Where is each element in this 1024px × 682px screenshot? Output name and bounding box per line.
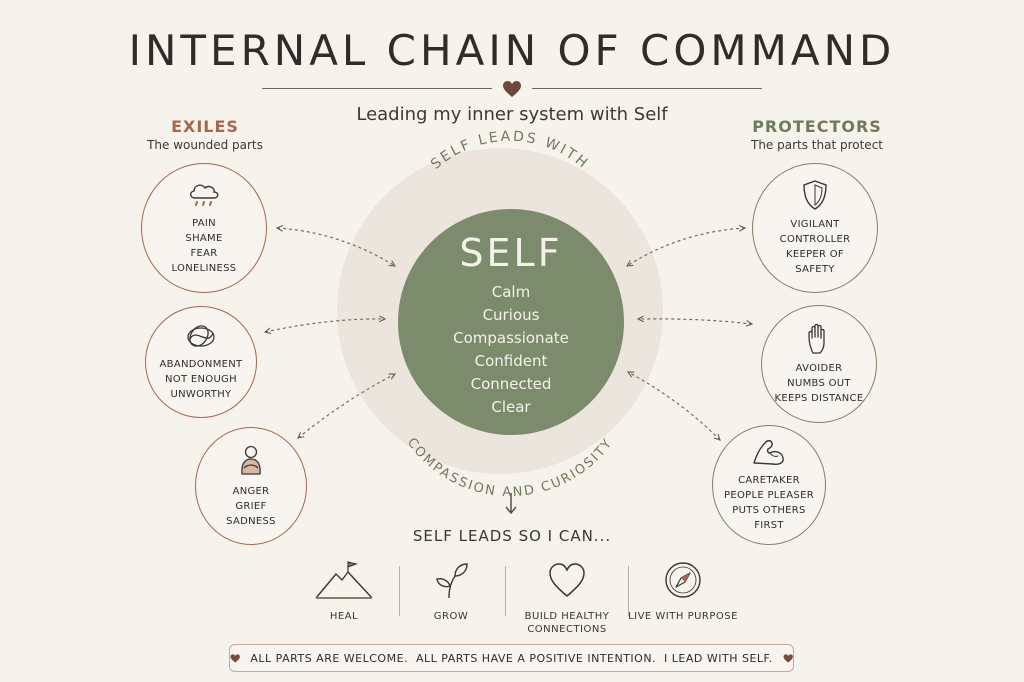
part-line: UNWORTHY (170, 388, 232, 400)
sitting-child-icon (241, 445, 261, 475)
part-line: CARETAKER (738, 475, 800, 486)
outcome-grow: GROW (391, 560, 511, 623)
outcome-label: HEAL (329, 611, 359, 622)
self-quality: Clear (491, 398, 531, 416)
part-line: KEEPER OF (785, 249, 844, 260)
exile-part-1: PAIN SHAME FEAR LONELINESS (141, 163, 267, 293)
part-line: SHAME (185, 233, 223, 244)
part-line: NOT ENOUGH (165, 373, 237, 385)
rain-cloud-icon (190, 184, 219, 206)
part-line: PUTS OTHERS (732, 505, 806, 516)
outcome-divider (399, 566, 400, 616)
part-line: PEOPLE PLEASER (724, 490, 814, 501)
self-quality: Connected (470, 375, 552, 393)
heart-outline-icon (549, 563, 585, 597)
self-quality: Confident (474, 352, 548, 370)
self-title: SELF (459, 231, 563, 275)
part-line: CONTROLLER (779, 234, 851, 245)
protector-part-1: VIGILANT CONTROLLER KEEPER OF SAFETY (752, 163, 878, 293)
title-rule-left (262, 88, 492, 89)
part-line: ABANDONMENT (159, 358, 243, 370)
title-rule-right (532, 88, 762, 89)
connector-exile-3 (298, 374, 395, 438)
outcome-live-purpose: LIVE WITH PURPOSE (623, 560, 743, 623)
exiles-title: EXILES (171, 117, 239, 136)
connector-protector-2 (638, 319, 752, 324)
self-quality: Calm (491, 283, 531, 301)
outcome-divider (628, 566, 629, 616)
sprout-icon (436, 563, 468, 599)
arc-bottom-text: COMPASSION AND CURIOSITY (404, 435, 616, 500)
footer-text: ALL PARTS ARE WELCOME. ALL PARTS HAVE A … (250, 651, 773, 665)
part-line: PAIN (192, 218, 216, 229)
shield-icon (803, 180, 827, 210)
part-line: NUMBS OUT (787, 377, 851, 389)
outcome-label: BUILD HEALTHY CONNECTIONS (524, 611, 610, 635)
compass-icon (665, 562, 701, 598)
page-subtitle: Leading my inner system with Self (356, 104, 668, 125)
part-line: VIGILANT (790, 219, 840, 230)
part-line: ANGER (232, 485, 270, 497)
part-line: LONELINESS (171, 263, 237, 274)
exiles-subtitle: The wounded parts (147, 138, 263, 152)
arc-top-text: SELF LEADS WITH (428, 129, 592, 173)
connector-protector-3 (628, 372, 720, 440)
self-quality: Curious (482, 306, 540, 324)
part-line: SAFETY (795, 264, 835, 275)
part-line: KEEPS DISTANCE (774, 392, 864, 404)
protectors-subtitle: The parts that protect (750, 138, 883, 152)
outcome-build-connections: BUILD HEALTHY CONNECTIONS (507, 560, 627, 636)
connector-exile-1 (277, 228, 395, 266)
part-line: AVOIDER (795, 362, 843, 374)
exile-part-3: ANGER GRIEF SADNESS (195, 427, 307, 545)
title-heart-icon (503, 81, 521, 97)
outcome-label: LIVE WITH PURPOSE (628, 611, 738, 622)
mountain-flag-icon (315, 561, 373, 599)
connector-protector-1 (627, 228, 745, 266)
part-line: SADNESS (226, 515, 276, 527)
part-line: FIRST (754, 520, 784, 531)
self-quality: Compassionate (453, 329, 569, 347)
part-line: FEAR (190, 248, 218, 259)
outcome-heal: HEAL (284, 560, 404, 623)
flexed-arm-icon (753, 440, 784, 465)
footer-heart-icon (783, 653, 793, 663)
part-line: GRIEF (235, 500, 267, 512)
protectors-title: PROTECTORS (752, 117, 882, 136)
footer-banner: ALL PARTS ARE WELCOME. ALL PARTS HAVE A … (229, 644, 794, 672)
tangled-knot-icon (187, 324, 215, 347)
protector-part-2: AVOIDER NUMBS OUT KEEPS DISTANCE (761, 305, 877, 423)
page-title: INTERNAL CHAIN OF COMMAND (128, 26, 896, 75)
outcome-divider (505, 566, 506, 616)
raised-hand-icon (808, 323, 825, 354)
connector-exile-2 (265, 319, 385, 332)
footer-heart-icon (230, 653, 240, 663)
protector-part-3: CARETAKER PEOPLE PLEASER PUTS OTHERS FIR… (712, 425, 826, 545)
self-circle: SELF Calm Curious Compassionate Confiden… (398, 209, 624, 435)
outcome-label: GROW (433, 611, 469, 622)
leads-title: SELF LEADS SO I CAN... (412, 527, 612, 545)
exile-part-2: ABANDONMENT NOT ENOUGH UNWORTHY (145, 306, 257, 418)
